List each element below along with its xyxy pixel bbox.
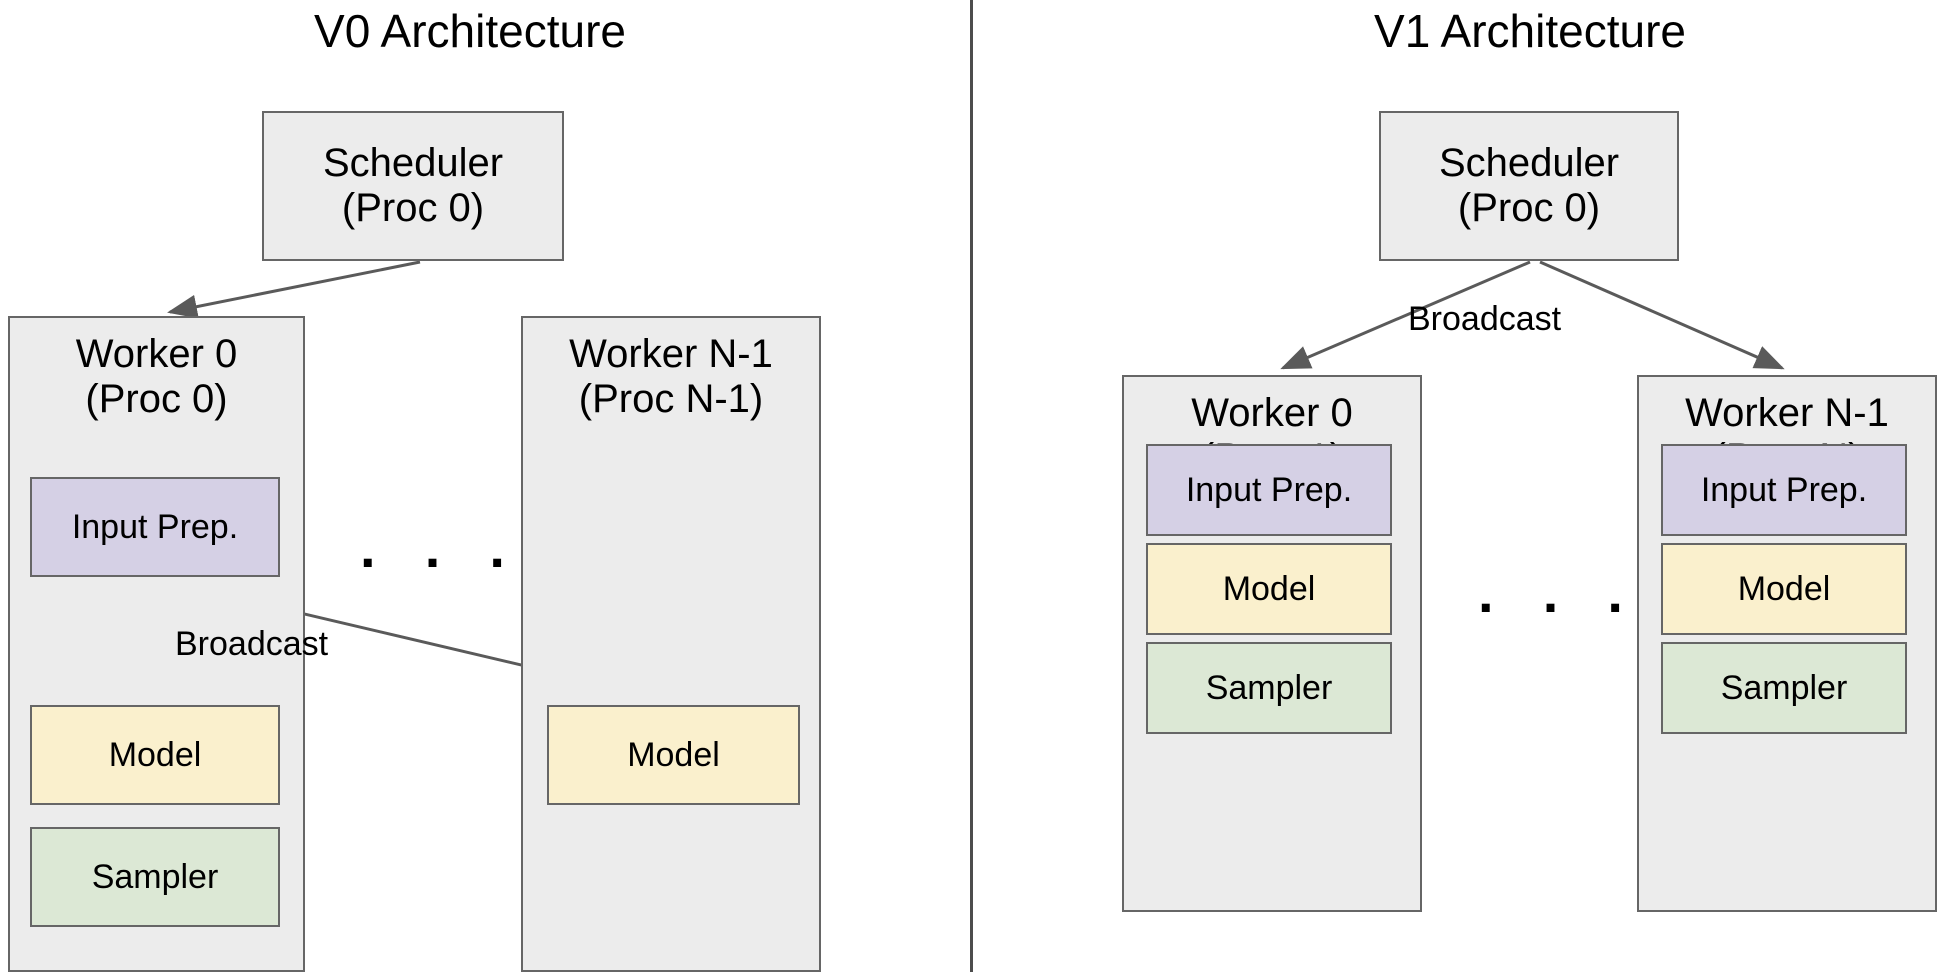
v0-worker-0-input-prep-node[interactable]: Input Prep. bbox=[30, 477, 280, 577]
v1-broadcast-label: Broadcast bbox=[1408, 300, 1562, 338]
v1-worker-n-1-input-prep-node[interactable]: Input Prep. bbox=[1661, 444, 1907, 536]
v0-scheduler-line2: (Proc 0) bbox=[341, 186, 485, 230]
v0-worker-n-1-model-label: Model bbox=[627, 735, 720, 774]
v0-worker-0-model-node[interactable]: Model bbox=[30, 705, 280, 805]
v1-worker-n-1-model-label: Model bbox=[1737, 569, 1831, 608]
v1-worker-n-1-input-prep-label: Input Prep. bbox=[1700, 470, 1868, 509]
panel-divider bbox=[970, 0, 973, 972]
v1-ellipsis: . . . bbox=[1478, 561, 1640, 624]
v1-panel-title: V1 Architecture bbox=[1374, 5, 1686, 57]
v1-scheduler-line2: (Proc 0) bbox=[1457, 186, 1601, 230]
v0-worker-n-1-line1: Worker N-1 bbox=[569, 332, 773, 376]
v1-worker-0-line1: Worker 0 bbox=[1191, 391, 1353, 435]
v1-worker-n-1-sampler-node[interactable]: Sampler bbox=[1661, 642, 1907, 734]
v1-scheduler-node[interactable]: Scheduler (Proc 0) bbox=[1379, 111, 1679, 261]
v1-worker-0-input-prep-label: Input Prep. bbox=[1185, 470, 1353, 509]
v1-worker-0-model-node[interactable]: Model bbox=[1146, 543, 1392, 635]
v0-worker-0-heading: Worker 0 (Proc 0) bbox=[10, 318, 303, 422]
v1-worker-n-1-line1: Worker N-1 bbox=[1685, 391, 1889, 435]
arrow-v0-scheduler-to-worker0 bbox=[167, 260, 421, 319]
v0-worker-0-sampler-label: Sampler bbox=[91, 857, 219, 896]
v0-worker-n-1-heading: Worker N-1 (Proc N-1) bbox=[523, 318, 819, 422]
v0-scheduler-line1: Scheduler bbox=[322, 141, 504, 186]
v1-worker-0-sampler-label: Sampler bbox=[1205, 668, 1333, 707]
v0-scheduler-node[interactable]: Scheduler (Proc 0) bbox=[262, 111, 564, 261]
v0-worker-n-1-line2: (Proc N-1) bbox=[578, 376, 764, 421]
v1-scheduler-line1: Scheduler bbox=[1438, 141, 1620, 186]
arrow-v1-scheduler-to-worker-n1 bbox=[1539, 260, 1785, 370]
v0-worker-0-input-prep-label: Input Prep. bbox=[71, 507, 239, 546]
v0-ellipsis: . . . bbox=[360, 516, 522, 579]
v1-worker-0-model-label: Model bbox=[1222, 569, 1316, 608]
v0-broadcast-label: Broadcast bbox=[175, 625, 329, 663]
v1-worker-0-sampler-node[interactable]: Sampler bbox=[1146, 642, 1392, 734]
v0-worker-0-line2: (Proc 0) bbox=[85, 376, 228, 421]
v0-panel-title: V0 Architecture bbox=[314, 5, 626, 57]
v0-worker-0-line1: Worker 0 bbox=[75, 332, 238, 376]
v1-worker-0-input-prep-node[interactable]: Input Prep. bbox=[1146, 444, 1392, 536]
v1-worker-n-1-sampler-label: Sampler bbox=[1720, 668, 1848, 707]
v0-worker-0-model-label: Model bbox=[108, 735, 202, 774]
v0-worker-0-sampler-node[interactable]: Sampler bbox=[30, 827, 280, 927]
v0-worker-n-1-model-node[interactable]: Model bbox=[547, 705, 800, 805]
v1-worker-n-1-model-node[interactable]: Model bbox=[1661, 543, 1907, 635]
v0-worker-n-1-container[interactable]: Worker N-1 (Proc N-1) bbox=[521, 316, 821, 972]
